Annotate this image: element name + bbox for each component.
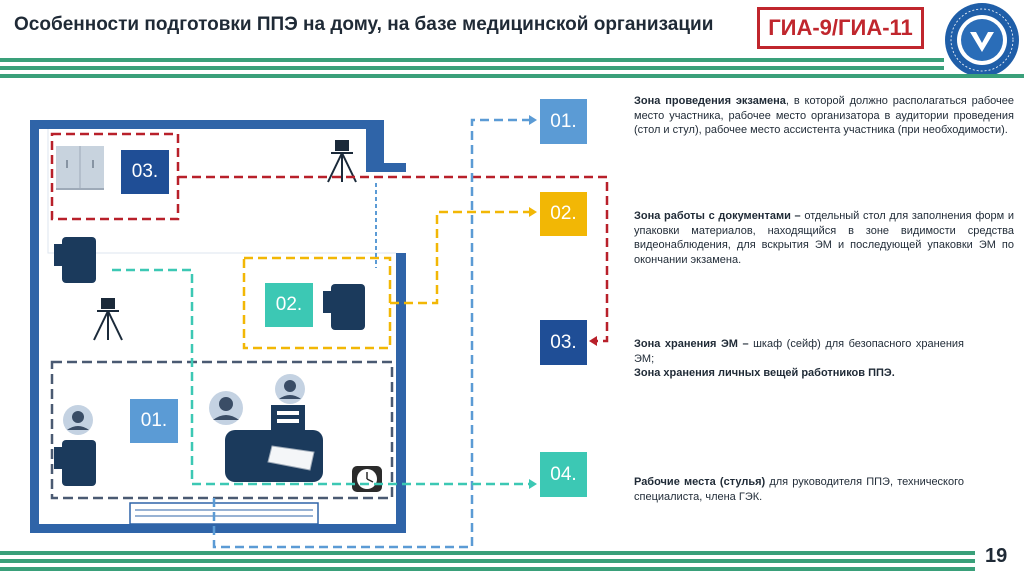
chair-icon (323, 284, 365, 330)
legend-num-03: 03. (540, 320, 587, 365)
legend-desc-03: Зона хранения ЭМ – шкаф (сейф) для безоп… (634, 337, 964, 381)
cabinet-icon (56, 146, 104, 190)
header-stripe-1 (0, 58, 944, 62)
plan-label-zone3: 03. (121, 150, 169, 194)
page-title: Особенности подготовки ППЭ на дому, на б… (14, 14, 714, 35)
exam-table-icon (225, 405, 323, 482)
exam-badge: ГИА-9/ГИА-11 (757, 7, 924, 49)
legend-desc-04: Рабочие места (стулья) для руководителя … (634, 475, 964, 504)
legend-num-02: 02. (540, 192, 587, 236)
window (129, 502, 319, 525)
legend-desc-02-text: отдельный стол для заполнения форм и упа… (634, 210, 1014, 266)
legend-num-04: 04. (540, 452, 587, 497)
chair-icon (54, 237, 96, 283)
legend-desc-03-bold: Зона хранения ЭМ – (634, 338, 749, 350)
plan-label-zone1: 01. (130, 399, 178, 443)
plan-label-zone2: 02. (265, 283, 313, 327)
chair-icon (54, 440, 96, 486)
legend-num-01: 01. (540, 99, 587, 144)
clock-icon (352, 466, 382, 492)
camera-tripod-icon (93, 298, 123, 341)
legend-desc-02-bold: Зона работы с документами – (634, 210, 801, 222)
header-stripe-3 (0, 74, 1024, 78)
legend-desc-03-bold2: Зона хранения личных вещей работников ПП… (634, 367, 895, 379)
person-avatar-icon (209, 391, 243, 425)
legend-desc-01-text: , в которой должно располагаться рабочее… (634, 95, 1015, 136)
footer-stripe-2 (0, 559, 975, 563)
logo-emblem (945, 3, 1019, 77)
footer-stripe-3 (0, 567, 975, 571)
legend-desc-01: Зона проведения экзамена, в которой долж… (634, 94, 1014, 138)
page-number: 19 (985, 545, 1008, 567)
person-avatar-icon (63, 405, 93, 435)
footer-stripe-1 (0, 551, 975, 555)
legend-desc-03-text: шкаф (сейф) для безопасного хранения ЭМ; (634, 338, 964, 365)
room-walls (30, 120, 406, 533)
person-avatar-icon (275, 374, 305, 404)
legend-desc-04-bold: Рабочие места (стулья) (634, 476, 766, 488)
legend-desc-02: Зона работы с документами – отдельный ст… (634, 209, 1014, 267)
header-stripe-2 (0, 66, 944, 70)
legend-desc-04-text: для руководителя ППЭ, технического специ… (634, 476, 964, 503)
legend-desc-01-bold: Зона проведения экзамена (634, 95, 786, 107)
